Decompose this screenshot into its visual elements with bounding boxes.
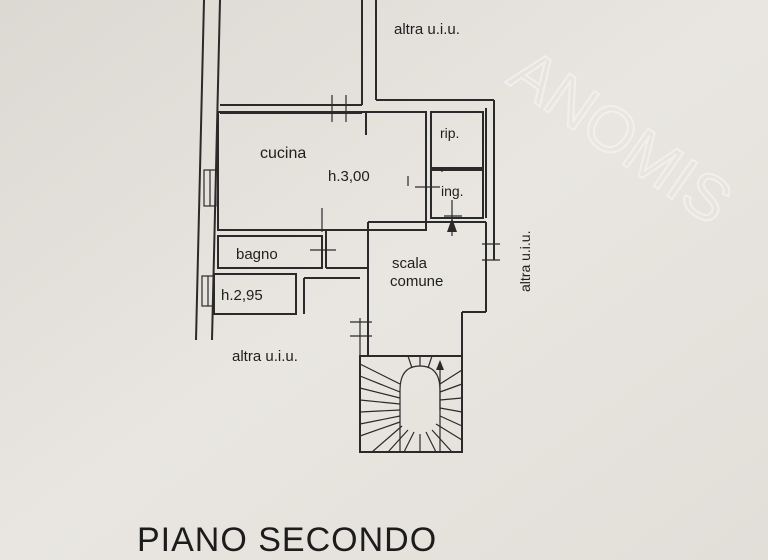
- label-height-small: h.2,95: [221, 287, 263, 304]
- label-bagno: bagno: [236, 246, 278, 263]
- label-ing: ing.: [441, 183, 464, 199]
- label-altra-right: altra u.i.u.: [517, 231, 533, 292]
- corridor: [303, 230, 372, 356]
- label-altra-top: altra u.i.u.: [394, 21, 460, 38]
- label-altra-bottom: altra u.i.u.: [232, 348, 298, 365]
- cucina-room: [217, 111, 440, 232]
- plan-title: PIANO SECONDO: [137, 521, 437, 559]
- label-comune: comune: [390, 273, 443, 290]
- ing-room: [430, 168, 484, 219]
- bagno-room: [217, 235, 336, 269]
- small-room: [213, 273, 297, 315]
- window-left-upper: [203, 169, 217, 207]
- label-scala: scala: [392, 255, 428, 272]
- right-walls: [376, 99, 500, 261]
- staircase: [359, 355, 463, 453]
- label-height-cucina: h.3,00: [328, 168, 370, 185]
- entrance-arrow: [444, 200, 462, 236]
- label-cucina: cucina: [260, 145, 306, 162]
- scala-comune-room: [367, 221, 487, 356]
- rip-room: [430, 111, 484, 169]
- label-rip: rip.: [440, 125, 459, 141]
